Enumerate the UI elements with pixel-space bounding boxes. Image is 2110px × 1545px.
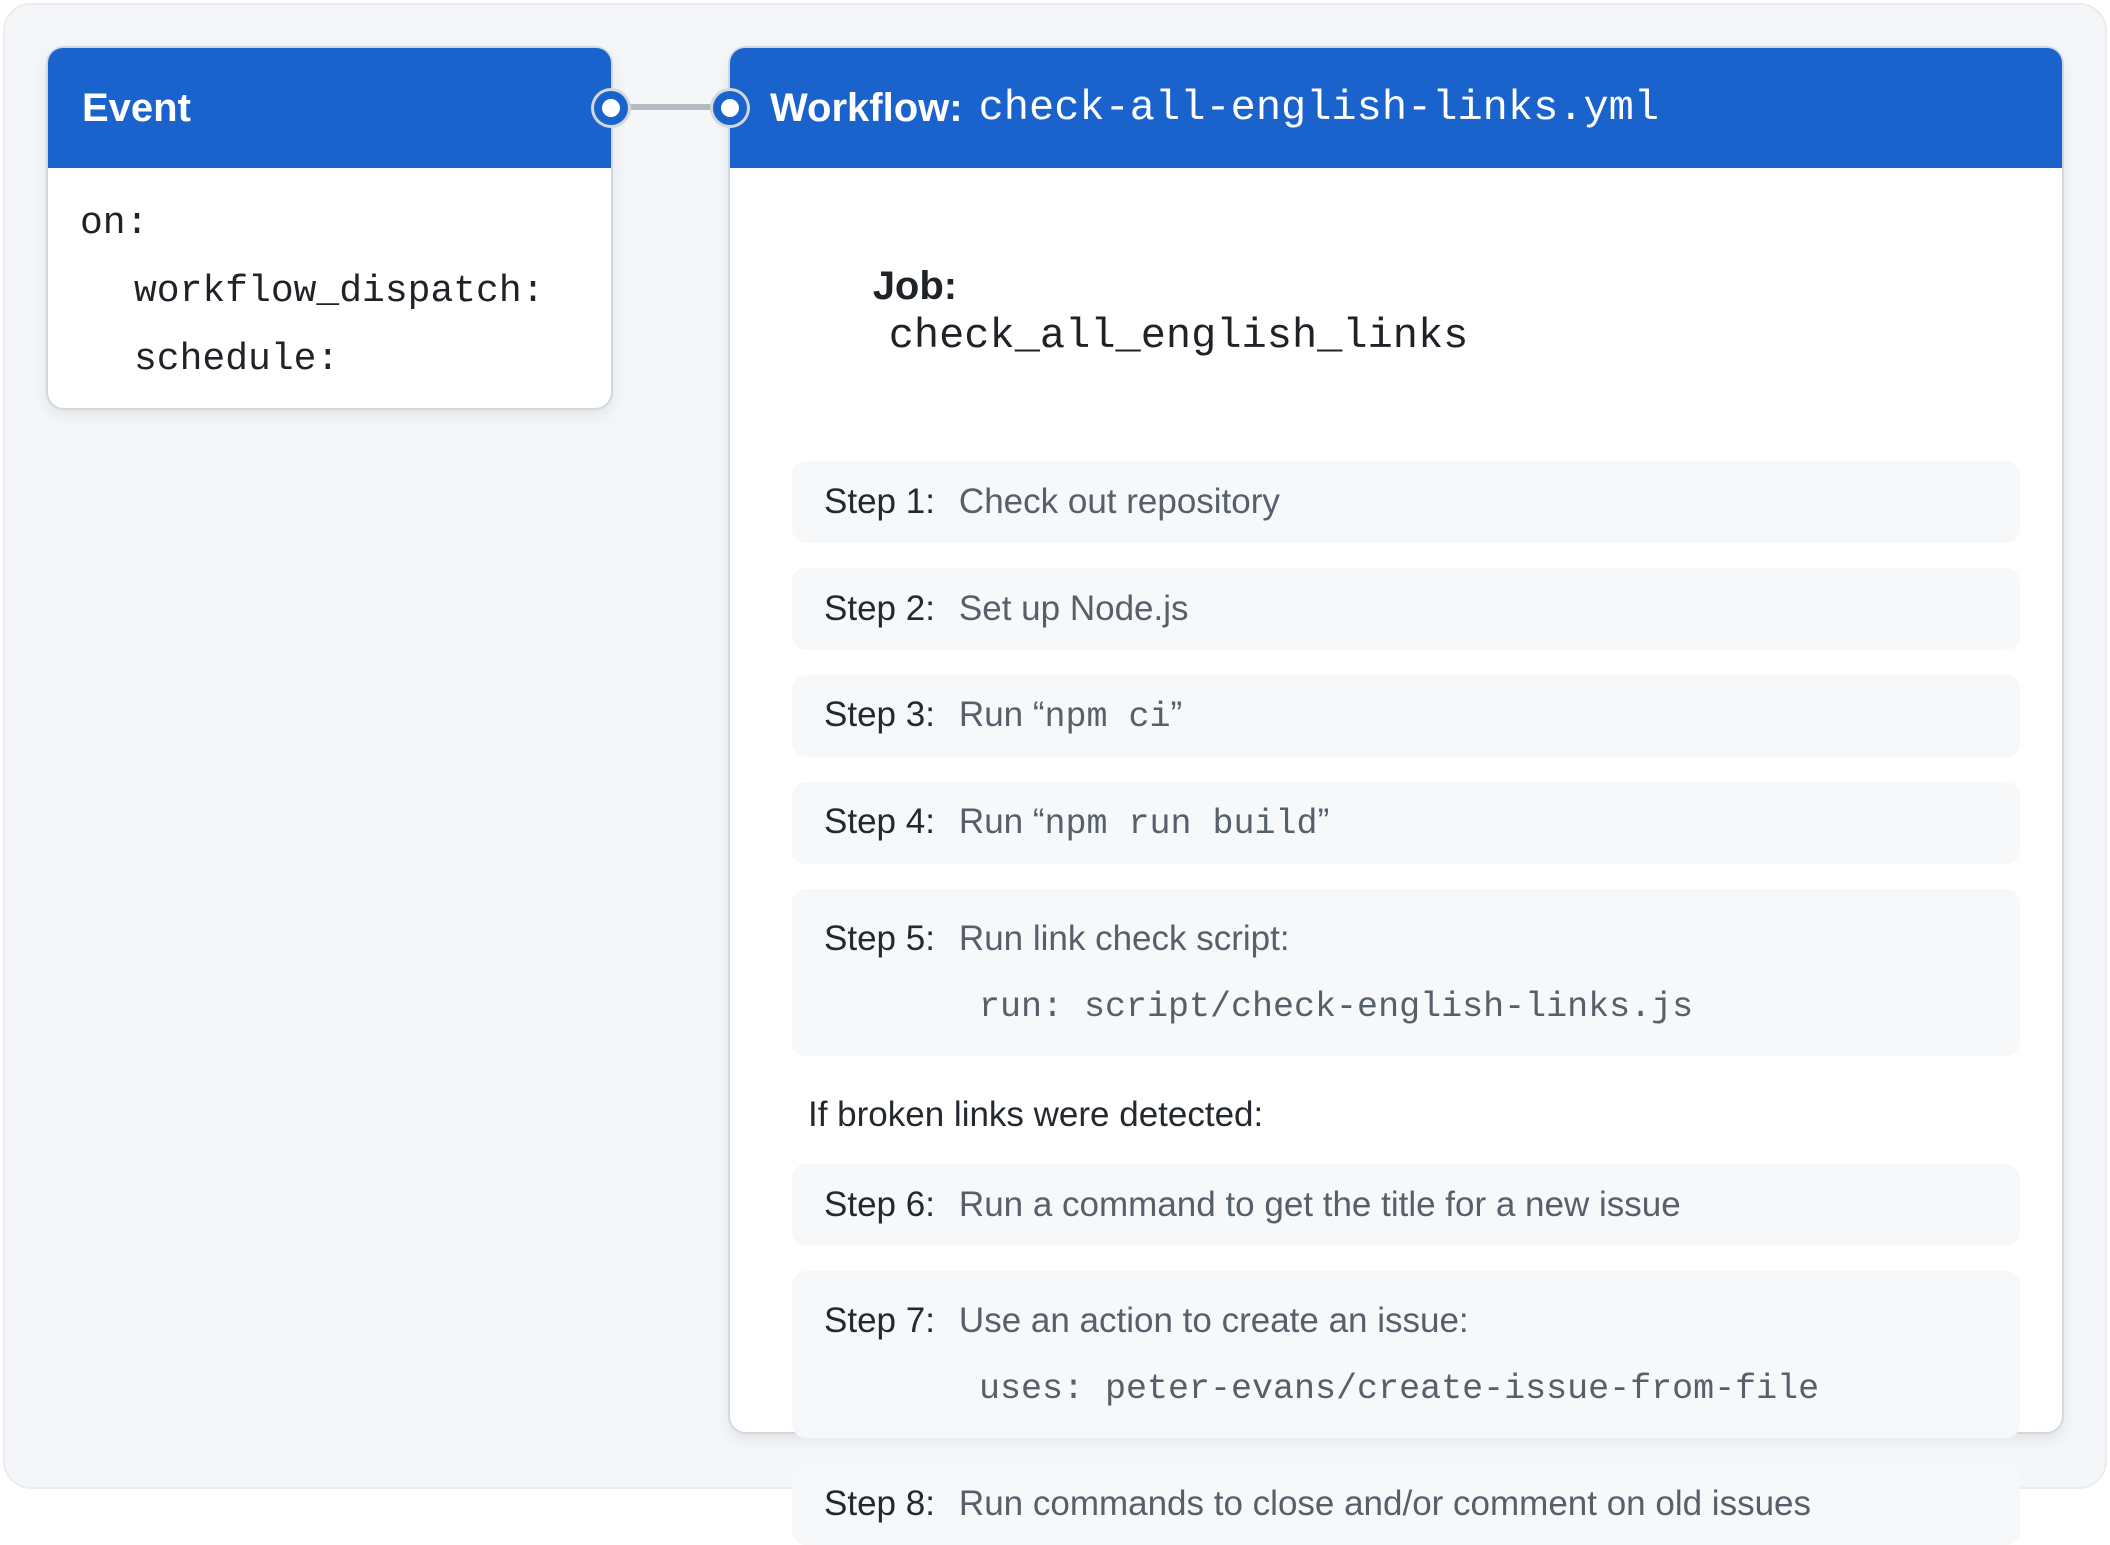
step-label: Step 6: (824, 1185, 935, 1224)
step-line: Step 3: Run “npm ci” (824, 695, 1988, 737)
step-line: Step 8: Run commands to close and/or com… (824, 1484, 1988, 1524)
event-card: Event on: workflow_dispatch: schedule: (46, 46, 628, 410)
step-text: Use an action to create an issue: (958, 1300, 1469, 1340)
step-text: ” (1317, 802, 1330, 841)
workflow-filename: check-all-english-links.yml (978, 84, 1660, 132)
step-description: Run link check script: (959, 919, 1290, 959)
step-line: Step 1: Check out repository (824, 482, 1988, 522)
event-to-workflow-connector (613, 104, 725, 110)
step-text: Set up Node.js (958, 589, 1189, 628)
event-code-line: on: (80, 202, 149, 245)
step-label: Step 8: (824, 1484, 935, 1523)
output-port-icon (594, 91, 628, 125)
step-label: Step 4: (824, 802, 935, 841)
step-label: Step 7: (824, 1300, 935, 1340)
step-row: Step 3: Run “npm ci” (792, 675, 2020, 757)
step-description: Set up Node.js (959, 589, 1189, 629)
step-row: Step 2: Set up Node.js (792, 568, 2020, 650)
event-card-title: Event (82, 85, 191, 130)
step-line: Step 7: Use an action to create an issue… (824, 1301, 1988, 1341)
workflow-card-header: Workflow: check-all-english-links.yml (713, 48, 2062, 168)
step-row: Step 6: Run a command to get the title f… (792, 1164, 2020, 1246)
step-text: Run a command to get the title for a new… (958, 1185, 1681, 1224)
step-description: Run commands to close and/or comment on … (959, 1484, 1811, 1524)
step-text: Run link check script: (958, 918, 1290, 958)
step-line: Step 4: Run “npm run build” (824, 802, 1988, 844)
step-description: Run “npm run build” (959, 802, 1329, 844)
step-label: Step 2: (824, 589, 935, 628)
event-card-header: Event (48, 48, 628, 168)
step-row: Step 7: Use an action to create an issue… (792, 1271, 2020, 1438)
step-label: Step 1: (824, 482, 935, 521)
step-text: ” (1170, 695, 1183, 734)
step-description: Check out repository (959, 482, 1280, 522)
job-label: Job: (872, 264, 958, 308)
step-label: Step 3: (824, 695, 935, 734)
step-text: Run commands to close and/or comment on … (958, 1484, 1812, 1523)
step-row: Step 1: Check out repository (792, 461, 2020, 543)
step-row: Step 4: Run “npm run build” (792, 782, 2020, 864)
event-code-line: schedule: (134, 338, 340, 381)
step-text: Check out repository (958, 482, 1280, 521)
step-line: Step 5: Run link check script: (824, 919, 1988, 959)
workflow-card-title: Workflow: (770, 85, 963, 130)
step-line: Step 2: Set up Node.js (824, 589, 1988, 629)
event-code-line: workflow_dispatch: (134, 270, 545, 313)
job-heading: Job: check_all_english_links (806, 214, 2020, 408)
step-detail: run: script/check-english-links.js (979, 986, 1694, 1027)
event-card-body: on: workflow_dispatch: schedule: (48, 168, 611, 394)
step-row: Step 8: Run commands to close and/or com… (792, 1463, 2020, 1545)
input-port-icon (713, 91, 747, 125)
steps-list: Step 1: Check out repository Step 2: Set… (792, 461, 2020, 1545)
condition-note: If broken links were detected: (808, 1095, 1264, 1134)
step-row: Step 5: Run link check script: run: scri… (792, 889, 2020, 1056)
step-description: Run a command to get the title for a new… (959, 1185, 1681, 1225)
step-line: Step 6: Run a command to get the title f… (824, 1185, 1988, 1225)
step-text: Run “ (958, 802, 1045, 841)
workflow-card-body: Job: check_all_english_links Step 1: Che… (730, 168, 2062, 1545)
step-code-text: npm run build (1044, 804, 1318, 844)
step-text: Run “ (958, 695, 1045, 734)
step-detail: uses: peter-evans/create-issue-from-file (979, 1368, 1820, 1409)
workflow-card: Workflow: check-all-english-links.yml Jo… (713, 46, 2064, 1545)
job-name: check_all_english_links (888, 312, 1469, 360)
step-description: Use an action to create an issue: (959, 1301, 1469, 1341)
step-description: Run “npm ci” (959, 695, 1182, 737)
step-code-text: npm ci (1044, 697, 1171, 737)
step-label: Step 5: (824, 918, 935, 958)
